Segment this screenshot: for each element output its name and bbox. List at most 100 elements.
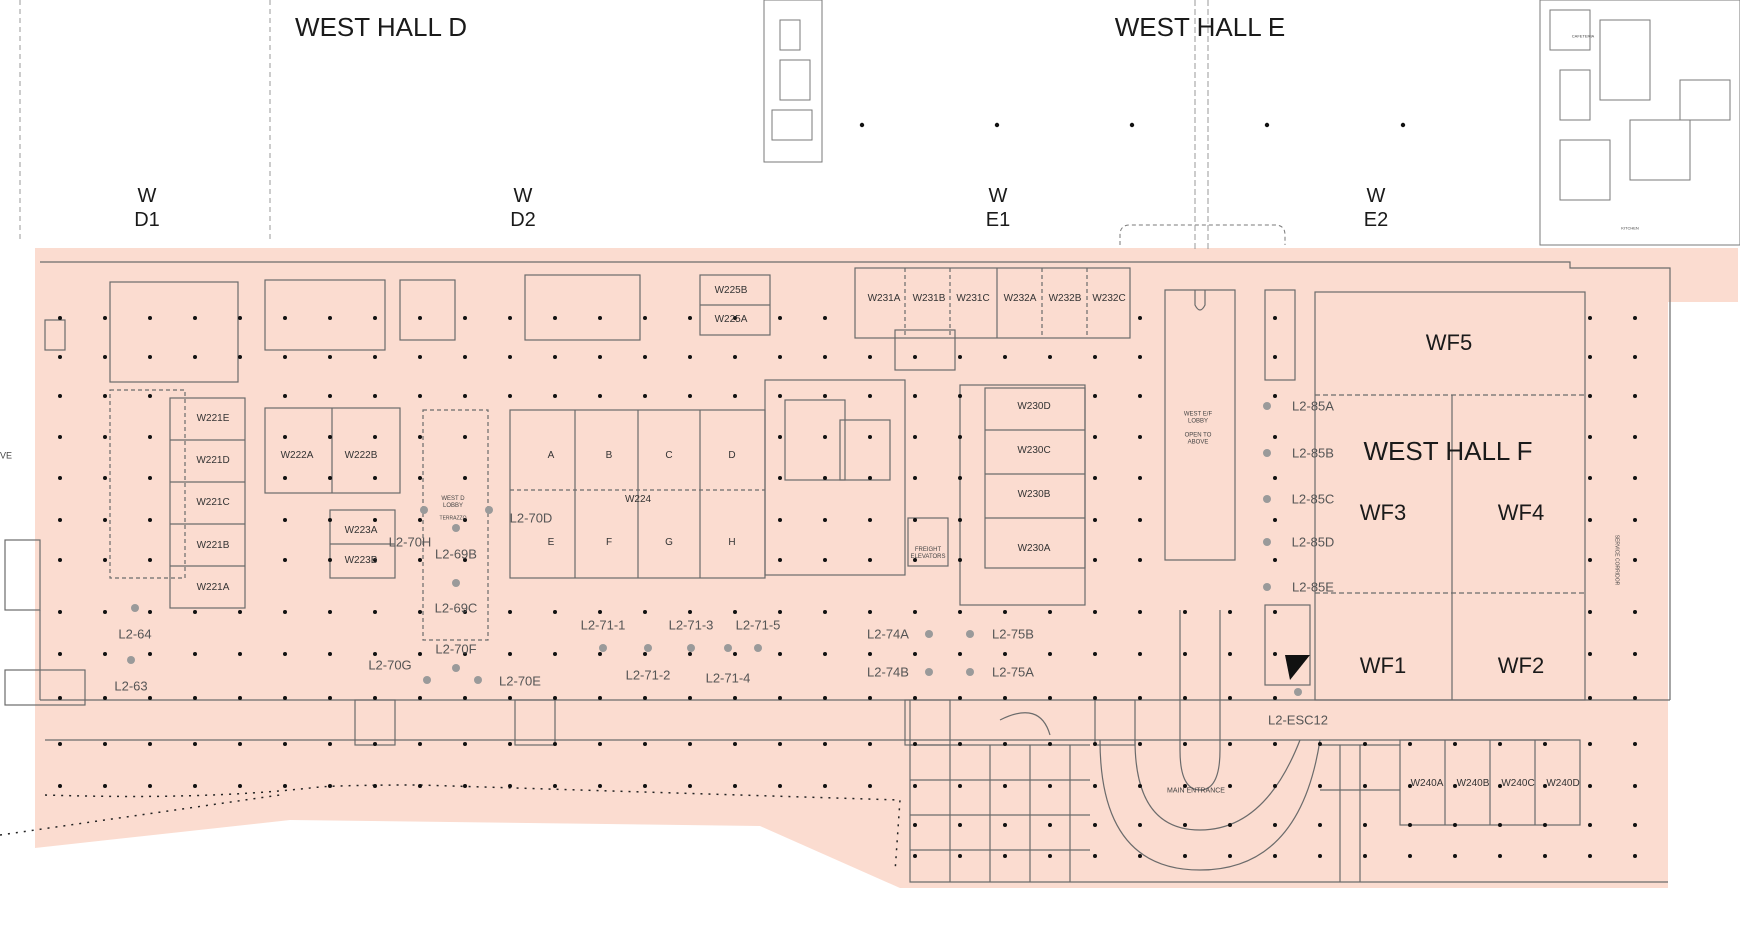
- column-dot: [778, 394, 782, 398]
- column-dot: [1093, 854, 1097, 858]
- column-dot: [1228, 610, 1232, 614]
- column-dot: [148, 518, 152, 522]
- room-w232b: W232B: [1048, 293, 1082, 304]
- column-dot: [1093, 394, 1097, 398]
- column-dot: [148, 394, 152, 398]
- column-dot: [913, 823, 917, 827]
- column-dot: [958, 652, 962, 656]
- column-dot: [1048, 652, 1052, 656]
- column-dot: [1093, 823, 1097, 827]
- room-wf2: WF2: [1497, 653, 1545, 678]
- location-marker: [966, 668, 974, 676]
- column-dot: [463, 476, 467, 480]
- column-dot: [733, 742, 737, 746]
- loc-l2-70e: L2-70E: [499, 673, 541, 689]
- column-dot: [238, 316, 242, 320]
- loc-l2-esc12: L2-ESC12: [1268, 712, 1328, 728]
- column-dot: [1543, 854, 1547, 858]
- column-dot: [553, 696, 557, 700]
- loc-l2-85c: L2-85C: [1291, 491, 1335, 507]
- column-dot: [1633, 435, 1637, 439]
- column-dot: [148, 316, 152, 320]
- column-dot: [103, 784, 107, 788]
- column-dot: [868, 518, 872, 522]
- column-dot: [1003, 652, 1007, 656]
- column-dot: [1318, 823, 1322, 827]
- column-dot: [913, 652, 917, 656]
- column-dot: [463, 518, 467, 522]
- column-dot: [778, 784, 782, 788]
- column-dot: [58, 610, 62, 614]
- column-dot: [1093, 610, 1097, 614]
- room-e: E: [547, 537, 555, 548]
- location-marker: [1263, 495, 1271, 503]
- room-w223b: W223B: [344, 555, 378, 566]
- column-dot: [58, 394, 62, 398]
- column-dot: [913, 610, 917, 614]
- column-dot: [193, 784, 197, 788]
- column-dot: [283, 742, 287, 746]
- column-dot: [418, 394, 422, 398]
- column-dot: [148, 476, 152, 480]
- column-dot: [1588, 435, 1592, 439]
- column-dot: [553, 394, 557, 398]
- west-hall-f-outline: [1314, 291, 1586, 701]
- room-w232c: W232C: [1092, 293, 1126, 304]
- column-dot: [913, 518, 917, 522]
- column-dot: [1138, 316, 1142, 320]
- column-dot: [1633, 355, 1637, 359]
- column-dot: [1273, 784, 1277, 788]
- column-dot: [463, 435, 467, 439]
- loc-l2-75b: L2-75B: [992, 626, 1034, 642]
- column-dot: [1633, 823, 1637, 827]
- room-w222a: W222A: [280, 450, 314, 461]
- location-marker: [485, 506, 493, 514]
- column-dot: [913, 854, 917, 858]
- column-dot: [58, 476, 62, 480]
- column-dot: [373, 394, 377, 398]
- column-dot: [283, 518, 287, 522]
- column-dot: [958, 854, 962, 858]
- column-dot: [58, 558, 62, 562]
- column-dot: [823, 558, 827, 562]
- column-dot: [958, 696, 962, 700]
- room-w221a: W221A: [196, 582, 230, 593]
- column-dot: [58, 696, 62, 700]
- section-wd2: W D2: [510, 185, 536, 231]
- column-dot: [688, 610, 692, 614]
- column-dot: [418, 696, 422, 700]
- room-w230b: W230B: [1017, 489, 1051, 500]
- column-dot: [463, 652, 467, 656]
- column-dot: [598, 652, 602, 656]
- column-dot: [283, 394, 287, 398]
- column-dot: [463, 355, 467, 359]
- column-dot: [1633, 784, 1637, 788]
- column-dot: [1003, 854, 1007, 858]
- column-dot: [823, 742, 827, 746]
- room-g: G: [665, 537, 673, 548]
- column-dot: [238, 610, 242, 614]
- room-w221c: W221C: [196, 497, 230, 508]
- column-dot: [1543, 742, 1547, 746]
- column-dot: [1273, 435, 1277, 439]
- column-dot: [238, 696, 242, 700]
- column-dot: [868, 558, 872, 562]
- column-dot: [373, 742, 377, 746]
- location-marker: [452, 664, 460, 672]
- column-dot: [1273, 355, 1277, 359]
- column-dot: [373, 518, 377, 522]
- column-dot: [148, 355, 152, 359]
- column-dot: [148, 652, 152, 656]
- column-dot: [373, 610, 377, 614]
- column-dot: [1228, 823, 1232, 827]
- column-dot: [643, 394, 647, 398]
- column-dot: [823, 476, 827, 480]
- column-dot: [823, 355, 827, 359]
- column-dot: [1363, 854, 1367, 858]
- location-marker: [724, 644, 732, 652]
- location-marker: [644, 644, 652, 652]
- column-dot: [373, 784, 377, 788]
- room-a: A: [547, 450, 555, 461]
- column-dot: [418, 316, 422, 320]
- column-dot: [598, 316, 602, 320]
